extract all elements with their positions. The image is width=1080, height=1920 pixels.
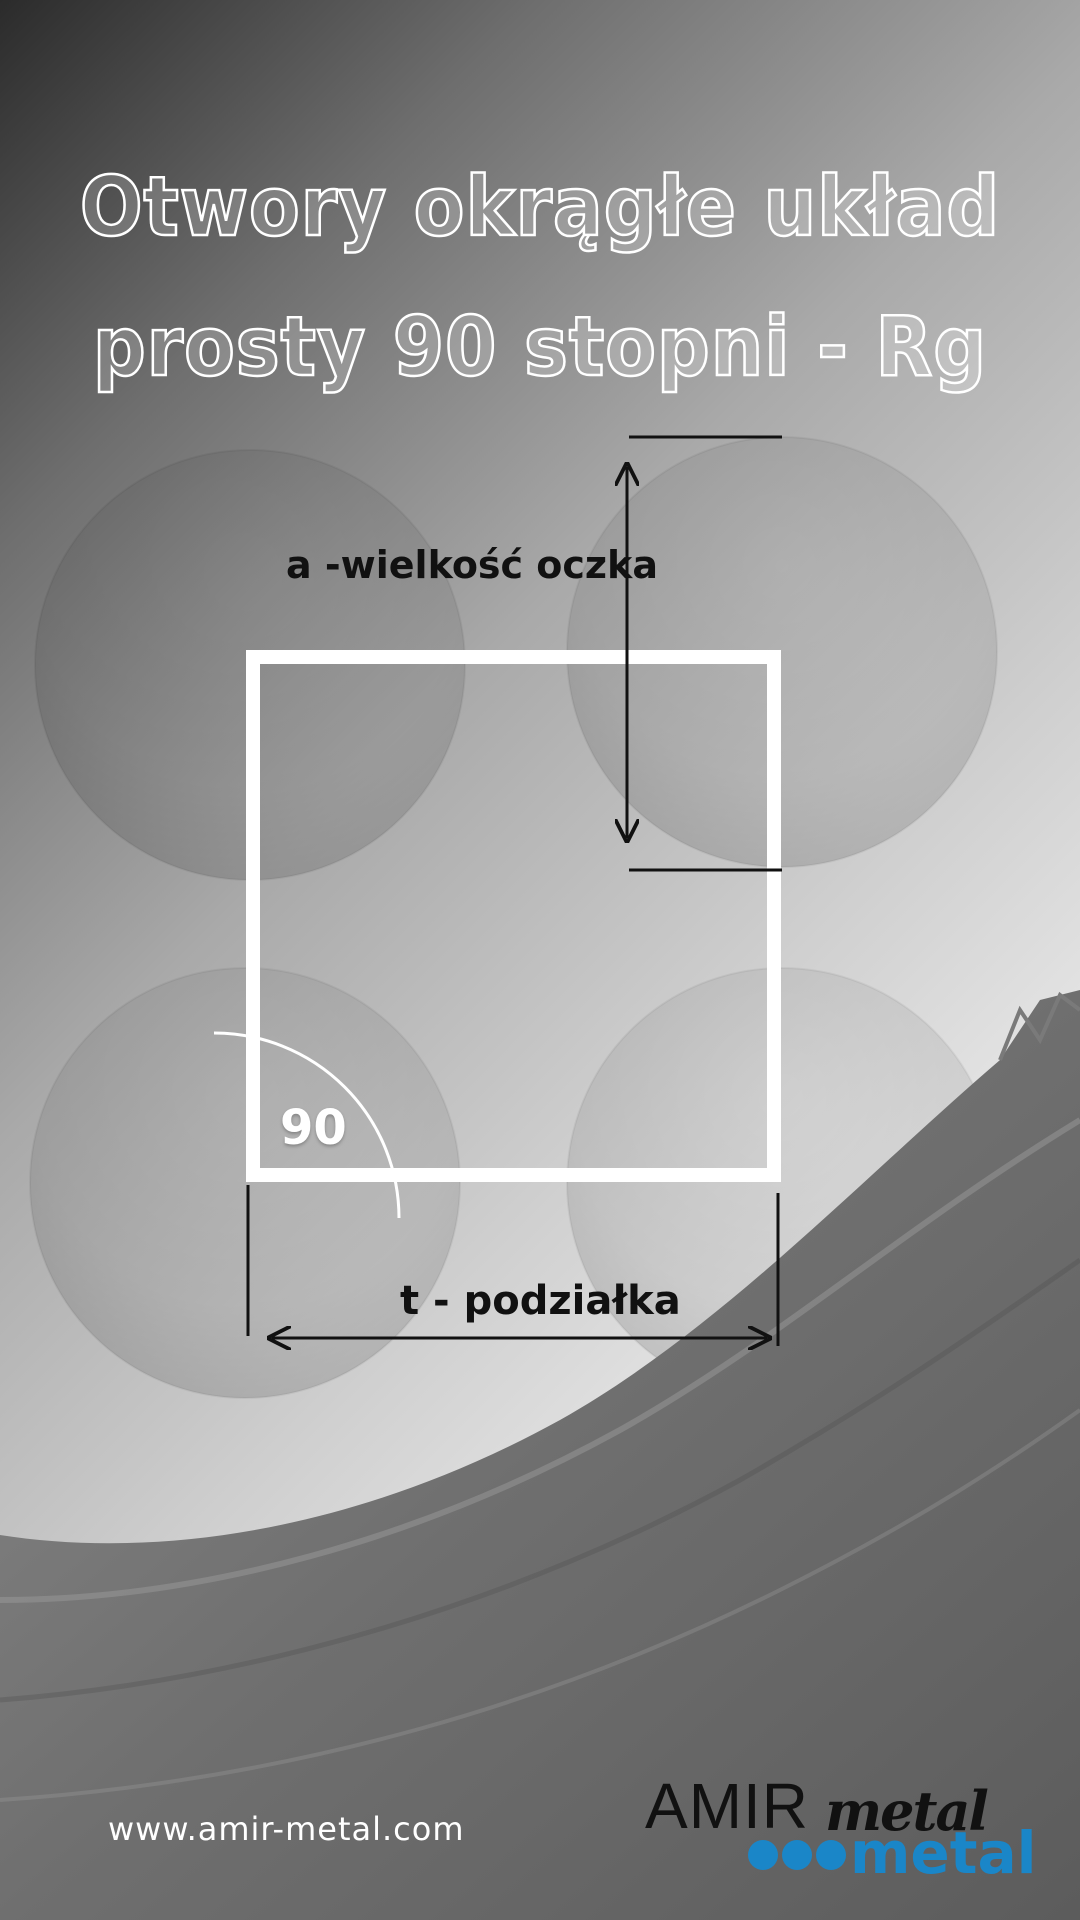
brush-stroke	[0, 990, 1080, 1920]
company-logo: AMIR metal metal	[645, 1770, 1065, 1895]
angle-arc	[213, 1031, 401, 1219]
pitch-frame	[246, 650, 781, 1182]
title-line-1: Otwory okrągłe układ	[79, 159, 1001, 257]
size-dimension	[627, 435, 782, 872]
logo-brand: AMIR	[645, 1770, 809, 1842]
logo-dots-icon	[748, 1840, 846, 1870]
size-label: a -wielkość oczka	[286, 543, 658, 587]
hole-bottom-left	[29, 967, 461, 1399]
website-link[interactable]: www.amir-metal.com	[108, 1810, 465, 1848]
pitch-dimension	[246, 1185, 780, 1346]
logo-word: metal	[850, 1819, 1037, 1887]
logo-script: metal	[825, 1779, 989, 1843]
title-line-2: prosty 90 stopni - Rg	[92, 299, 988, 397]
angle-label: 90	[280, 1100, 347, 1156]
pitch-label: t - podziałka	[400, 1278, 681, 1324]
